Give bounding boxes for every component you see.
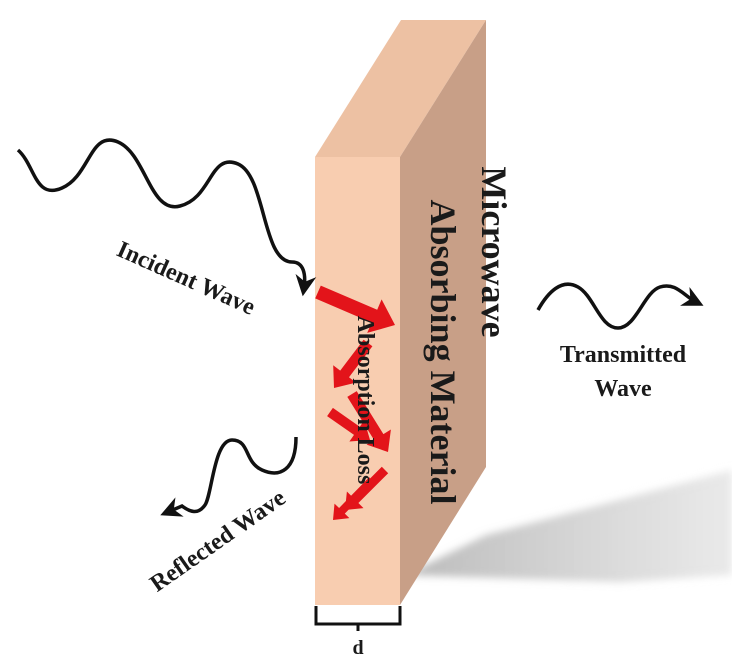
slab-shadow bbox=[405, 470, 732, 582]
transmitted-wave-label-line1: Transmitted bbox=[560, 342, 687, 368]
absorption-loss-arrow-6 bbox=[333, 477, 375, 520]
incident-wave-label: Incident Wave bbox=[113, 237, 259, 321]
slab-side-face bbox=[400, 20, 486, 605]
slab-top-face bbox=[315, 20, 486, 157]
absorption-loss-arrows bbox=[315, 285, 395, 520]
thickness-bracket bbox=[314, 606, 402, 626]
transmitted-wave-line bbox=[536, 282, 704, 330]
absorption-loss-arrow-3 bbox=[347, 391, 391, 452]
incident-wave-line bbox=[16, 138, 317, 297]
thickness-label: d bbox=[352, 637, 363, 659]
absorption-loss-arrow-1 bbox=[315, 285, 395, 333]
transmitted-wave-label-line2: Wave bbox=[594, 376, 652, 402]
material-label-line2: Absorbing Material bbox=[423, 200, 463, 505]
material-label-line1: Microwave bbox=[474, 166, 514, 337]
absorption-loss-arrow-2 bbox=[333, 339, 373, 388]
absorption-loss-arrow-4 bbox=[327, 407, 370, 442]
slab-front-face bbox=[315, 157, 400, 605]
reflected-wave-label: Reflected Wave bbox=[145, 485, 290, 598]
absorption-loss-label: Absorption Loss bbox=[352, 316, 378, 485]
reflected-wave-line bbox=[160, 436, 298, 517]
